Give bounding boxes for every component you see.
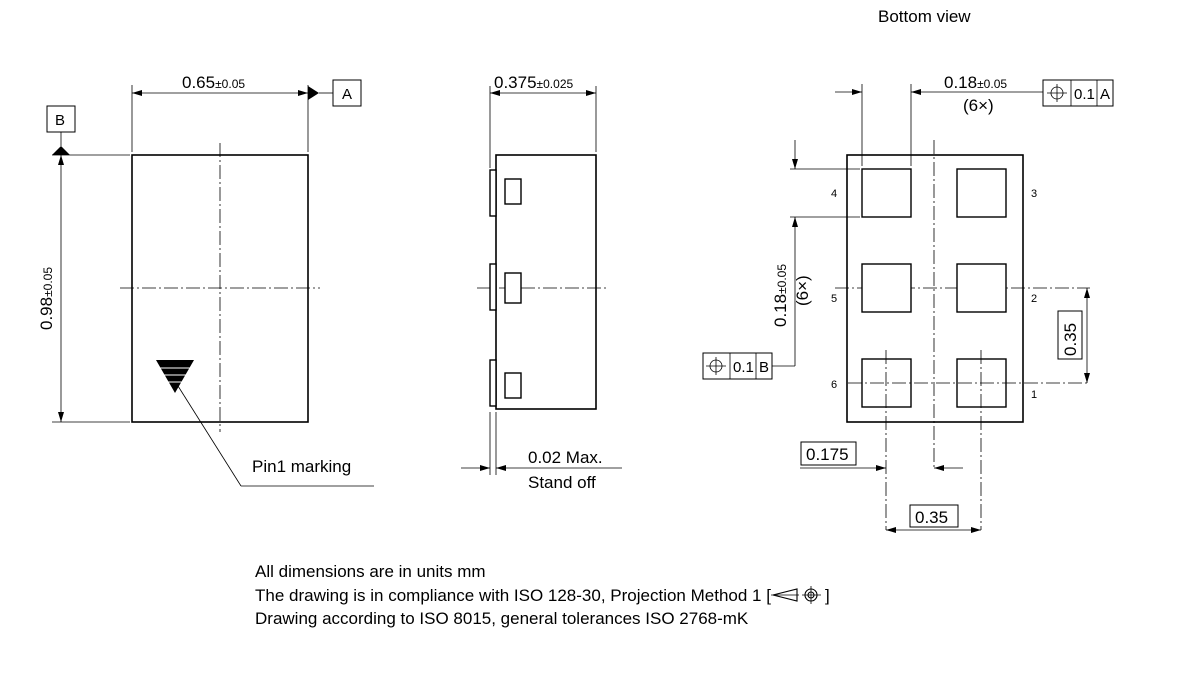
vertical-pitch: 0.35 <box>1061 323 1080 356</box>
pin-number-3: 3 <box>1031 188 1037 200</box>
horizontal-pitch: 0.35 <box>915 508 948 527</box>
width-dimension: 0.65±0.05 <box>182 73 245 92</box>
fcf-a: 0.1 A <box>1042 79 1114 107</box>
fcf-b-tolerance: 0.1 <box>733 359 754 376</box>
pin-number-4: 4 <box>831 188 837 200</box>
datum-triangle-icon <box>52 146 70 155</box>
fcf-b: 0.1 B <box>702 352 773 380</box>
pad-height-dimension: 0.18±0.05 <box>771 264 790 327</box>
fcf-a-tolerance: 0.1 <box>1074 86 1095 103</box>
arrow-icon <box>496 465 506 471</box>
fcf-b-datum: B <box>759 359 769 376</box>
datum-a-box <box>332 79 362 107</box>
top-view: 0.65±0.05 A B 0.98±0.05 Pin1 marking <box>37 73 374 487</box>
fcf-a-datum: A <box>1100 86 1110 103</box>
pad-3 <box>956 168 1007 218</box>
drawing-notes: All dimensions are in units mm The drawi… <box>255 560 830 631</box>
arrow-icon <box>852 89 862 95</box>
arrow-icon <box>792 159 798 169</box>
datum-a-label: A <box>342 86 352 103</box>
side-lead <box>489 169 497 217</box>
pad-5 <box>861 263 912 313</box>
projection-method-icon <box>770 585 821 604</box>
arrow-icon <box>876 465 886 471</box>
arrow-icon <box>1084 373 1090 383</box>
thickness-dimension: 0.375±0.025 <box>494 73 573 92</box>
pad-width-dimension: 0.18±0.05 <box>944 73 1007 92</box>
pad-2 <box>956 263 1007 313</box>
pin-number-1: 1 <box>1031 389 1037 401</box>
pin-number-5: 5 <box>831 293 837 305</box>
datum-triangle-icon <box>308 86 319 100</box>
arrow-icon <box>792 217 798 227</box>
standoff-value: 0.02 Max. <box>528 448 603 467</box>
standoff-label: Stand off <box>528 473 596 492</box>
note-projection-close: ] <box>824 585 830 605</box>
view-title: Bottom view <box>878 7 971 26</box>
side-lead <box>489 263 497 311</box>
side-view: 0.375±0.025 0.02 Max. Stand off <box>461 73 622 492</box>
note-projection: The drawing is in compliance with ISO 12… <box>255 584 830 608</box>
note-tolerances: Drawing according to ISO 8015, general t… <box>255 609 749 628</box>
pin-number-6: 6 <box>831 379 837 391</box>
note-units: All dimensions are in units mm <box>255 562 486 581</box>
arrow-icon <box>934 465 944 471</box>
horizontal-offset: 0.175 <box>806 445 849 464</box>
bottom-view: 4 3 5 2 6 1 0.18±0.05 (6×) 0.1 A <box>702 73 1114 533</box>
arrow-icon <box>58 412 64 422</box>
arrow-icon <box>911 89 921 95</box>
side-terminal <box>504 372 522 399</box>
pin1-leader <box>177 385 242 487</box>
pin-number-2: 2 <box>1031 293 1037 305</box>
pad-height-count: (6×) <box>793 275 812 306</box>
arrow-icon <box>971 527 981 533</box>
arrow-icon <box>886 527 896 533</box>
side-terminal <box>504 272 522 304</box>
height-dimension: 0.98±0.05 <box>37 267 56 330</box>
arrow-icon <box>132 90 142 96</box>
pad-width-count: (6×) <box>963 96 994 115</box>
side-terminal <box>504 178 522 205</box>
arrow-icon <box>58 155 64 165</box>
pin1-label: Pin1 marking <box>252 457 351 476</box>
arrow-icon <box>586 90 596 96</box>
arrow-icon <box>298 90 308 96</box>
datum-b-label: B <box>55 112 65 129</box>
side-lead <box>489 359 497 407</box>
vpitch-box <box>1057 310 1083 360</box>
arrow-icon <box>1084 288 1090 298</box>
arrow-icon <box>490 90 500 96</box>
datum-b-box <box>46 105 76 133</box>
pad-4 <box>861 168 912 218</box>
arrow-icon <box>480 465 490 471</box>
offset-box <box>800 441 857 466</box>
hpitch-box <box>909 504 959 528</box>
note-projection-text: The drawing is in compliance with ISO 12… <box>255 585 771 605</box>
